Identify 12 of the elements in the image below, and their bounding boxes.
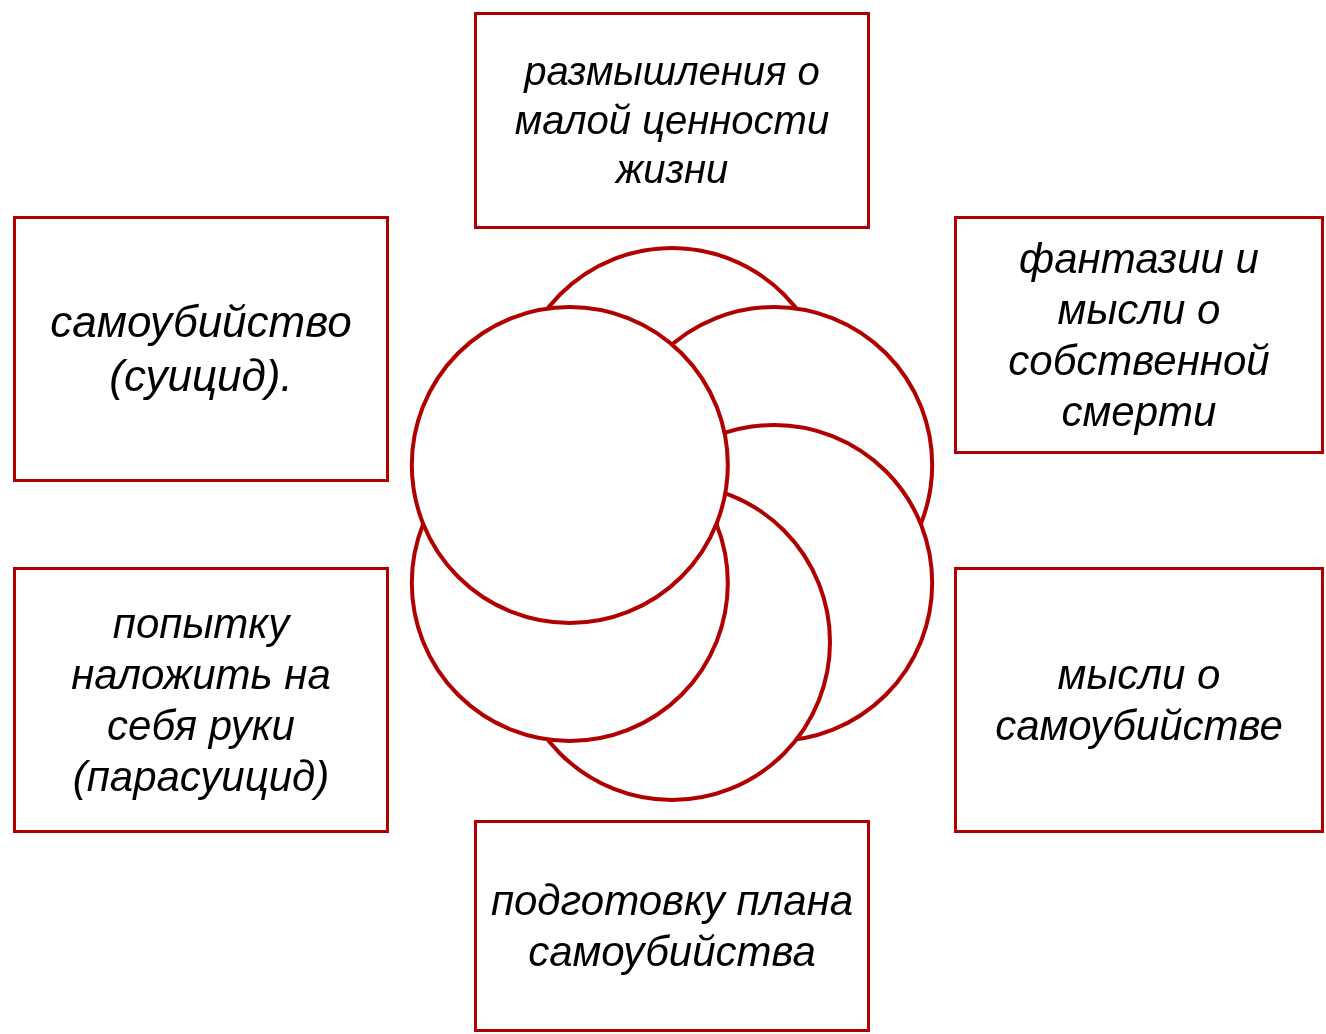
box-text: попытку наложить на себя руки (парасуицид) [70, 598, 332, 803]
box-text: размышления о малой ценности жизни [513, 48, 831, 193]
text-box [954, 567, 1324, 833]
text-box [474, 12, 870, 229]
text-box [474, 820, 870, 1032]
text-box [13, 216, 389, 482]
box-text: подготовку плана самоубийства [489, 875, 855, 977]
box-text: мысли о самоубийстве [994, 649, 1284, 751]
box-text: фантазии и мысли о собственной смерти [1007, 233, 1271, 438]
box-text: самоубийство (суицид). [49, 296, 353, 402]
text-box [13, 567, 389, 833]
text-box [954, 216, 1324, 454]
